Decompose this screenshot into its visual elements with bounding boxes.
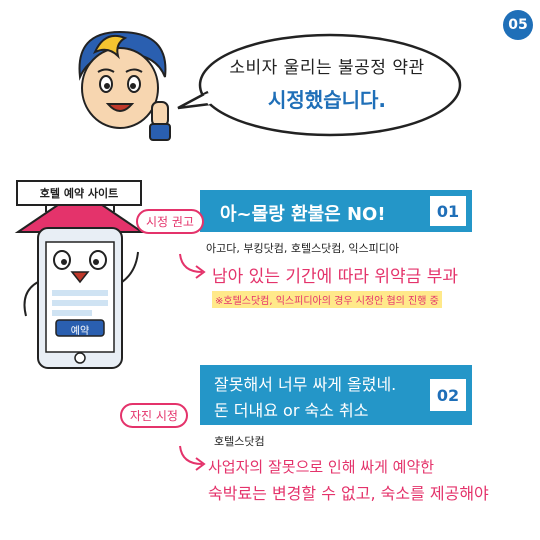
arrow-icon bbox=[179, 445, 206, 471]
hotel-booking-phone-illustration bbox=[14, 188, 146, 369]
item-01-tag: 시정 권고 bbox=[136, 209, 204, 234]
item-01-result: 남아 있는 기간에 따라 위약금 부과 bbox=[212, 267, 458, 287]
hotel-site-sign: 호텔 예약 사이트 bbox=[16, 180, 142, 206]
item-01-note: ※호텔스닷컴, 익스피디아의 경우 시정안 협의 진행 중 bbox=[212, 291, 442, 308]
item-02-number: 02 bbox=[430, 379, 466, 411]
item-02-headline-box: 잘못해서 너무 싸게 올렸네. 돈 더내요 or 숙소 취소 02 bbox=[200, 365, 472, 425]
item-02-headline-line2: 돈 더내요 or 숙소 취소 bbox=[214, 401, 369, 420]
item-02-companies: 호텔스닷컴 bbox=[214, 435, 265, 448]
reserve-button: 예약 bbox=[70, 325, 90, 337]
item-01-companies: 아고다, 부킹닷컴, 호텔스닷컴, 익스피디아 bbox=[206, 242, 400, 255]
item-02-tag: 자진 시정 bbox=[120, 403, 188, 428]
speech-bubble bbox=[177, 33, 462, 137]
speech-subtitle: 시정했습니다. bbox=[268, 88, 386, 112]
item-02-result-line2: 숙박료는 변경할 수 없고, 숙소를 제공해야 bbox=[208, 484, 489, 503]
page-number-badge: 05 bbox=[503, 10, 533, 40]
speech-title: 소비자 울리는 불공정 약관 bbox=[229, 58, 425, 78]
item-02-headline-line1: 잘못해서 너무 싸게 올렸네. bbox=[214, 375, 397, 394]
mascot-character bbox=[78, 30, 171, 141]
item-02-result-line1: 사업자의 잘못으로 인해 싸게 예약한 bbox=[208, 458, 435, 476]
item-01-headline-box: 아~몰랑 환불은 NO! 01 bbox=[200, 190, 472, 232]
item-01-number: 01 bbox=[430, 196, 466, 226]
item-01-headline: 아~몰랑 환불은 NO! bbox=[220, 204, 386, 225]
arrow-icon bbox=[179, 253, 206, 279]
